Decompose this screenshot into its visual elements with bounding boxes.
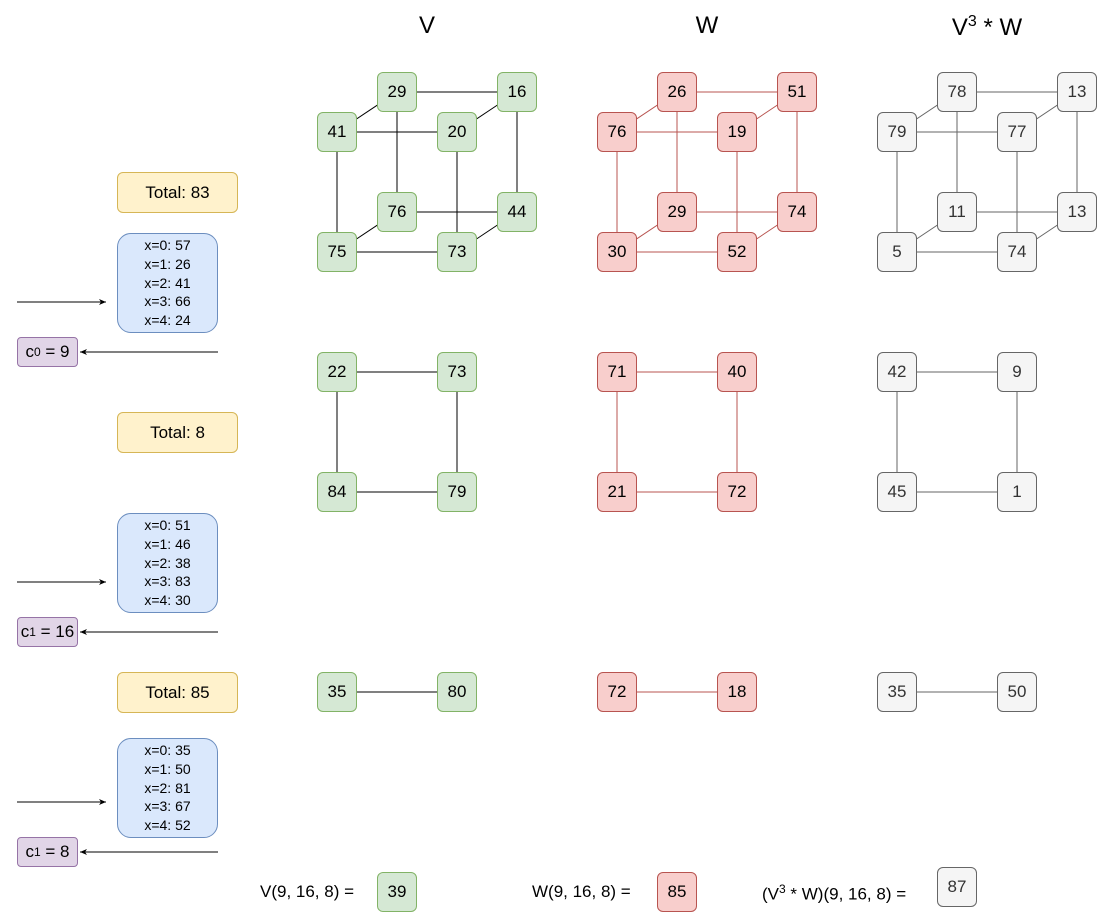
v-cube-node-back-br: 44 bbox=[497, 192, 537, 232]
c-value: = 16 bbox=[35, 622, 75, 641]
result-v-label: V(9, 16, 8) = bbox=[260, 882, 355, 901]
x-value: x=4: 30 bbox=[144, 592, 191, 609]
vw-square-node-tr: 9 bbox=[997, 352, 1037, 392]
w-cube-node-front-tl: 76 bbox=[597, 112, 637, 152]
x-value: x=4: 24 bbox=[144, 312, 191, 329]
c-name: c bbox=[25, 342, 34, 361]
w-line-node-r: 18 bbox=[717, 672, 757, 712]
c-sub: 1 bbox=[29, 625, 36, 639]
x-value: x=1: 26 bbox=[144, 255, 191, 272]
v-square-node-br: 79 bbox=[437, 472, 477, 512]
w-square-node-br: 72 bbox=[717, 472, 757, 512]
x-value: x=3: 83 bbox=[144, 573, 191, 590]
result-v3w-label-pre: (V bbox=[762, 884, 779, 904]
title-v3w-base: V bbox=[951, 14, 968, 41]
x-value: x=1: 50 bbox=[144, 760, 191, 777]
result-v3w-value: 87 bbox=[937, 867, 977, 907]
vw-cube-node-back-bl: 11 bbox=[937, 192, 977, 232]
vw-square-node-tl: 42 bbox=[877, 352, 917, 392]
result-v-value: 39 bbox=[377, 872, 417, 912]
x-values-box-0: x=0: 57 x=1: 26 x=2: 41 x=3: 66 x=4: 24 bbox=[117, 233, 218, 333]
vw-cube-node-back-tl: 78 bbox=[937, 72, 977, 112]
total-box-1: Total: 8 bbox=[117, 412, 238, 453]
title-v: V bbox=[418, 12, 435, 39]
v-cube-node-front-br: 73 bbox=[437, 232, 477, 272]
x-value: x=0: 51 bbox=[144, 517, 191, 533]
result-v3w-label-exp: 3 bbox=[779, 882, 786, 896]
v-cube-node-front-tl: 41 bbox=[317, 112, 357, 152]
x-value: x=2: 38 bbox=[144, 554, 191, 571]
v-cube-node-back-tl: 29 bbox=[377, 72, 417, 112]
v-cube-node-back-bl: 76 bbox=[377, 192, 417, 232]
vw-cube-node-front-tr: 77 bbox=[997, 112, 1037, 152]
title-v3w-rest: * W bbox=[976, 14, 1023, 41]
vw-cube-node-front-bl: 5 bbox=[877, 232, 917, 272]
total-box-2: Total: 85 bbox=[117, 672, 238, 713]
v-line-node-r: 80 bbox=[437, 672, 477, 712]
x-value: x=2: 81 bbox=[144, 779, 191, 796]
title-w: W bbox=[695, 12, 719, 39]
vw-line-node-r: 50 bbox=[997, 672, 1037, 712]
w-cube-node-back-br: 74 bbox=[777, 192, 817, 232]
vw-line-node-l: 35 bbox=[877, 672, 917, 712]
w-cube-node-back-tl: 26 bbox=[657, 72, 697, 112]
c-sub: 0 bbox=[33, 345, 41, 359]
vw-cube-node-back-br: 13 bbox=[1057, 192, 1097, 232]
c-name: c bbox=[20, 622, 30, 641]
w-cube-node-back-tr: 51 bbox=[777, 72, 817, 112]
w-cube-node-front-bl: 30 bbox=[597, 232, 637, 272]
w-cube-node-back-bl: 29 bbox=[657, 192, 697, 232]
v-cube-node-back-tr: 16 bbox=[497, 72, 537, 112]
w-cube-node-front-br: 52 bbox=[717, 232, 757, 272]
vw-square-node-bl: 45 bbox=[877, 472, 917, 512]
vw-square-node-br: 1 bbox=[997, 472, 1037, 512]
x-value: x=0: 35 bbox=[144, 742, 191, 758]
w-square-node-tr: 40 bbox=[717, 352, 757, 392]
w-square-node-bl: 21 bbox=[597, 472, 637, 512]
result-w-label: W(9, 16, 8) = bbox=[532, 882, 631, 901]
result-w-value: 85 bbox=[657, 872, 697, 912]
total-box-0: Total: 83 bbox=[117, 172, 238, 213]
result-v3w-label-post: * W)(9, 16, 8) = bbox=[785, 884, 907, 904]
v-cube-node-front-tr: 20 bbox=[437, 112, 477, 152]
c-sub: 1 bbox=[33, 845, 41, 859]
x-value: x=0: 57 bbox=[144, 237, 191, 253]
vw-cube-node-front-tl: 79 bbox=[877, 112, 917, 152]
x-value: x=4: 52 bbox=[144, 817, 191, 834]
graph-edges bbox=[336, 91, 1078, 693]
c-value: = 8 bbox=[40, 842, 70, 861]
x-values-box-1: x=0: 51 x=1: 46 x=2: 38 x=3: 83 x=4: 30 bbox=[117, 513, 218, 613]
v-square-node-tr: 73 bbox=[437, 352, 477, 392]
v-square-node-tl: 22 bbox=[317, 352, 357, 392]
x-value: x=1: 46 bbox=[144, 535, 191, 552]
v-square-node-bl: 84 bbox=[317, 472, 357, 512]
c-value: = 9 bbox=[40, 342, 70, 361]
x-value: x=2: 41 bbox=[144, 274, 191, 291]
v-line-node-l: 35 bbox=[317, 672, 357, 712]
vw-cube-node-front-br: 74 bbox=[997, 232, 1037, 272]
w-square-node-tl: 71 bbox=[597, 352, 637, 392]
x-values-box-2: x=0: 35 x=1: 50 x=2: 81 x=3: 67 x=4: 52 bbox=[117, 738, 218, 838]
w-line-node-l: 72 bbox=[597, 672, 637, 712]
x-value: x=3: 67 bbox=[144, 798, 191, 815]
title-v3w: V3 * W bbox=[907, 13, 1067, 42]
c-name: c bbox=[25, 842, 34, 861]
vw-cube-node-back-tr: 13 bbox=[1057, 72, 1097, 112]
w-cube-node-front-tr: 19 bbox=[717, 112, 757, 152]
result-v3w-label: (V3 * W)(9, 16, 8) = bbox=[762, 882, 906, 905]
v-cube-node-front-bl: 75 bbox=[317, 232, 357, 272]
x-value: x=3: 66 bbox=[144, 293, 191, 310]
title-v3w-exp: 3 bbox=[967, 13, 977, 30]
